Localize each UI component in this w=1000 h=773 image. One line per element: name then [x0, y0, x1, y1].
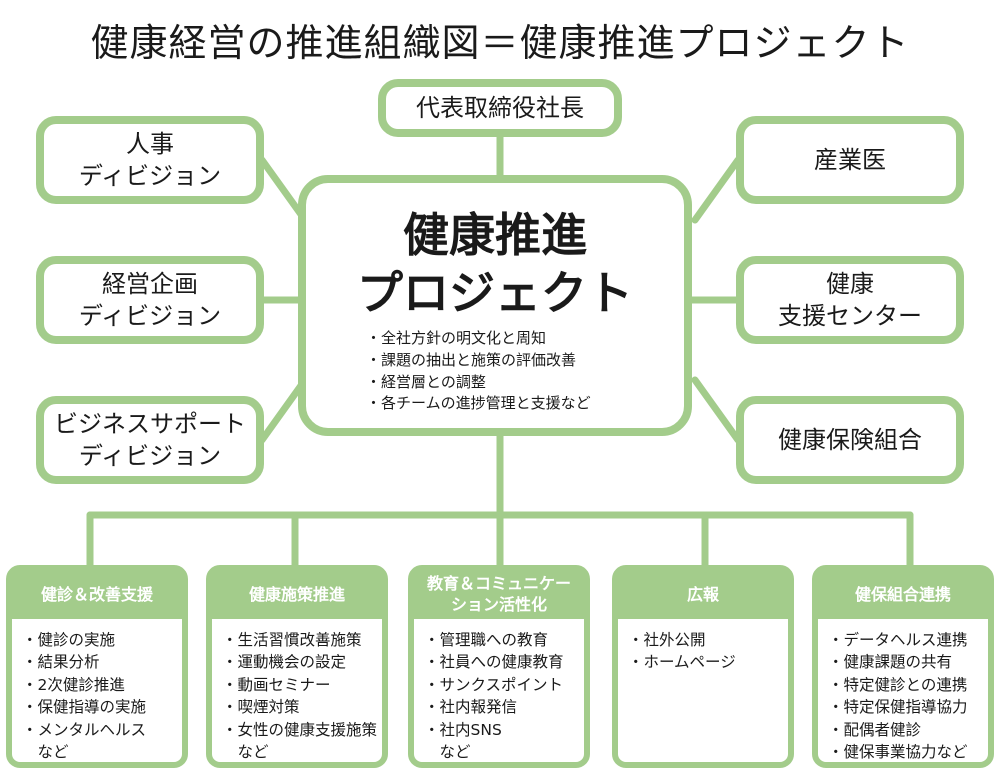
team-item-list: 生活習慣改善施策 運動機会の設定 動画セミナー 喫煙対策 女性の健康支援施策 な… — [222, 629, 382, 764]
health-insurance-union-box: 健康保険組合 — [736, 396, 964, 484]
center-item: 全社方針の明文化と周知 — [366, 328, 684, 350]
hr-division-box: 人事ディビジョン — [36, 116, 264, 204]
team-item: ホームページ — [628, 651, 788, 673]
box-line: 支援センター — [778, 302, 922, 330]
center-title-line2: プロジェクト — [357, 265, 633, 320]
team-item: 健康課題の共有 — [828, 651, 988, 673]
team-item: 配偶者健診 — [828, 719, 988, 741]
team-item: 喫煙対策 — [222, 696, 382, 718]
team-item: 社員への健康教育 — [424, 651, 584, 673]
team-panel-health-measures: 健康施策推進 生活習慣改善施策 運動機会の設定 動画セミナー 喫煙対策 女性の健… — [206, 565, 388, 768]
team-header: 広報 — [618, 571, 788, 619]
team-header: 教育＆コミュニケー ション活性化 — [414, 571, 584, 619]
team-header: 健康施策推進 — [212, 571, 382, 619]
team-item: 社外公開 — [628, 629, 788, 651]
team-item: 動画セミナー — [222, 674, 382, 696]
team-item: 女性の健康支援施策 — [222, 719, 382, 741]
team-item: など — [37, 743, 69, 762]
team-item-list: 管理職への教育 社員への健康教育 サンクスポイント 社内報発信 社内SNS など — [424, 629, 584, 764]
box-line: 健康 — [826, 269, 874, 298]
team-item: 2次健診推進 — [22, 674, 182, 696]
center-item: 経営層との調整 — [366, 372, 684, 394]
planning-division-box: 経営企画ディビジョン — [36, 256, 264, 344]
team-item: メンタルヘルス — [22, 719, 182, 741]
team-item: 社内報発信 — [424, 696, 584, 718]
team-item: 特定保健指導協力 — [828, 696, 988, 718]
team-item: 保健指導の実施 — [22, 696, 182, 718]
team-item: データヘルス連携 — [828, 629, 988, 651]
team-header-line: 教育＆コミュニケー — [426, 574, 571, 594]
box-line: 人事 — [125, 129, 174, 158]
industrial-physician-box: 産業医 — [736, 116, 964, 204]
team-panel-checkup: 健診＆改善支援 健診の実施 結果分析 2次健診推進 保健指導の実施 メンタルヘル… — [6, 565, 188, 768]
health-promotion-project-box: 健康推進 プロジェクト 全社方針の明文化と周知 課題の抽出と施策の評価改善 経営… — [298, 175, 692, 436]
team-item: など — [439, 743, 471, 762]
team-panel-insurance-union-link: 健保組合連携 データヘルス連携 健康課題の共有 特定健診との連携 特定保健指導協… — [812, 565, 994, 768]
team-header-line: ション活性化 — [450, 595, 547, 614]
team-item: 結果分析 — [22, 651, 182, 673]
center-item-list: 全社方針の明文化と周知 課題の抽出と施策の評価改善 経営層との調整 各チームの進… — [366, 328, 684, 415]
team-item: 生活習慣改善施策 — [222, 629, 382, 651]
box-line: 健康保険組合 — [778, 425, 922, 454]
box-line: ビジネスサポート — [54, 409, 246, 438]
team-item: 健診の実施 — [22, 629, 182, 651]
team-item-list: データヘルス連携 健康課題の共有 特定健診との連携 特定保健指導協力 配偶者健診… — [828, 629, 988, 764]
box-line: 産業医 — [814, 145, 886, 174]
team-panel-education-communication: 教育＆コミュニケー ション活性化 管理職への教育 社員への健康教育 サンクスポイ… — [408, 565, 590, 768]
box-line: ディビジョン — [78, 302, 222, 330]
team-item: 管理職への教育 — [424, 629, 584, 651]
team-header: 健保組合連携 — [818, 571, 988, 619]
page-title: 健康経営の推進組織図＝健康推進プロジェクト — [90, 21, 910, 65]
team-item: 運動機会の設定 — [222, 651, 382, 673]
team-item: サンクスポイント — [424, 674, 584, 696]
team-item: など — [237, 743, 269, 762]
team-item: 社内SNS — [424, 719, 584, 741]
team-item: 健保事業協力など — [828, 741, 988, 763]
center-item: 各チームの進捗管理と支援など — [366, 393, 684, 415]
center-item: 課題の抽出と施策の評価改善 — [366, 350, 684, 372]
center-title-line1: 健康推進 — [403, 208, 587, 262]
team-panel-pr: 広報 社外公開 ホームページ — [612, 565, 794, 768]
box-line: ディビジョン — [78, 162, 222, 190]
ceo-label: 代表取締役社長 — [416, 93, 584, 122]
health-support-center-box: 健康支援センター — [736, 256, 964, 344]
ceo-box: 代表取締役社長 — [378, 79, 622, 137]
business-support-division-box: ビジネスサポートディビジョン — [36, 396, 264, 484]
team-header: 健診＆改善支援 — [12, 571, 182, 619]
box-line: 経営企画 — [101, 269, 198, 298]
team-item: 特定健診との連携 — [828, 674, 988, 696]
box-line: ディビジョン — [78, 442, 222, 470]
team-item-list: 社外公開 ホームページ — [628, 629, 788, 674]
team-item-list: 健診の実施 結果分析 2次健診推進 保健指導の実施 メンタルヘルス など — [22, 629, 182, 764]
